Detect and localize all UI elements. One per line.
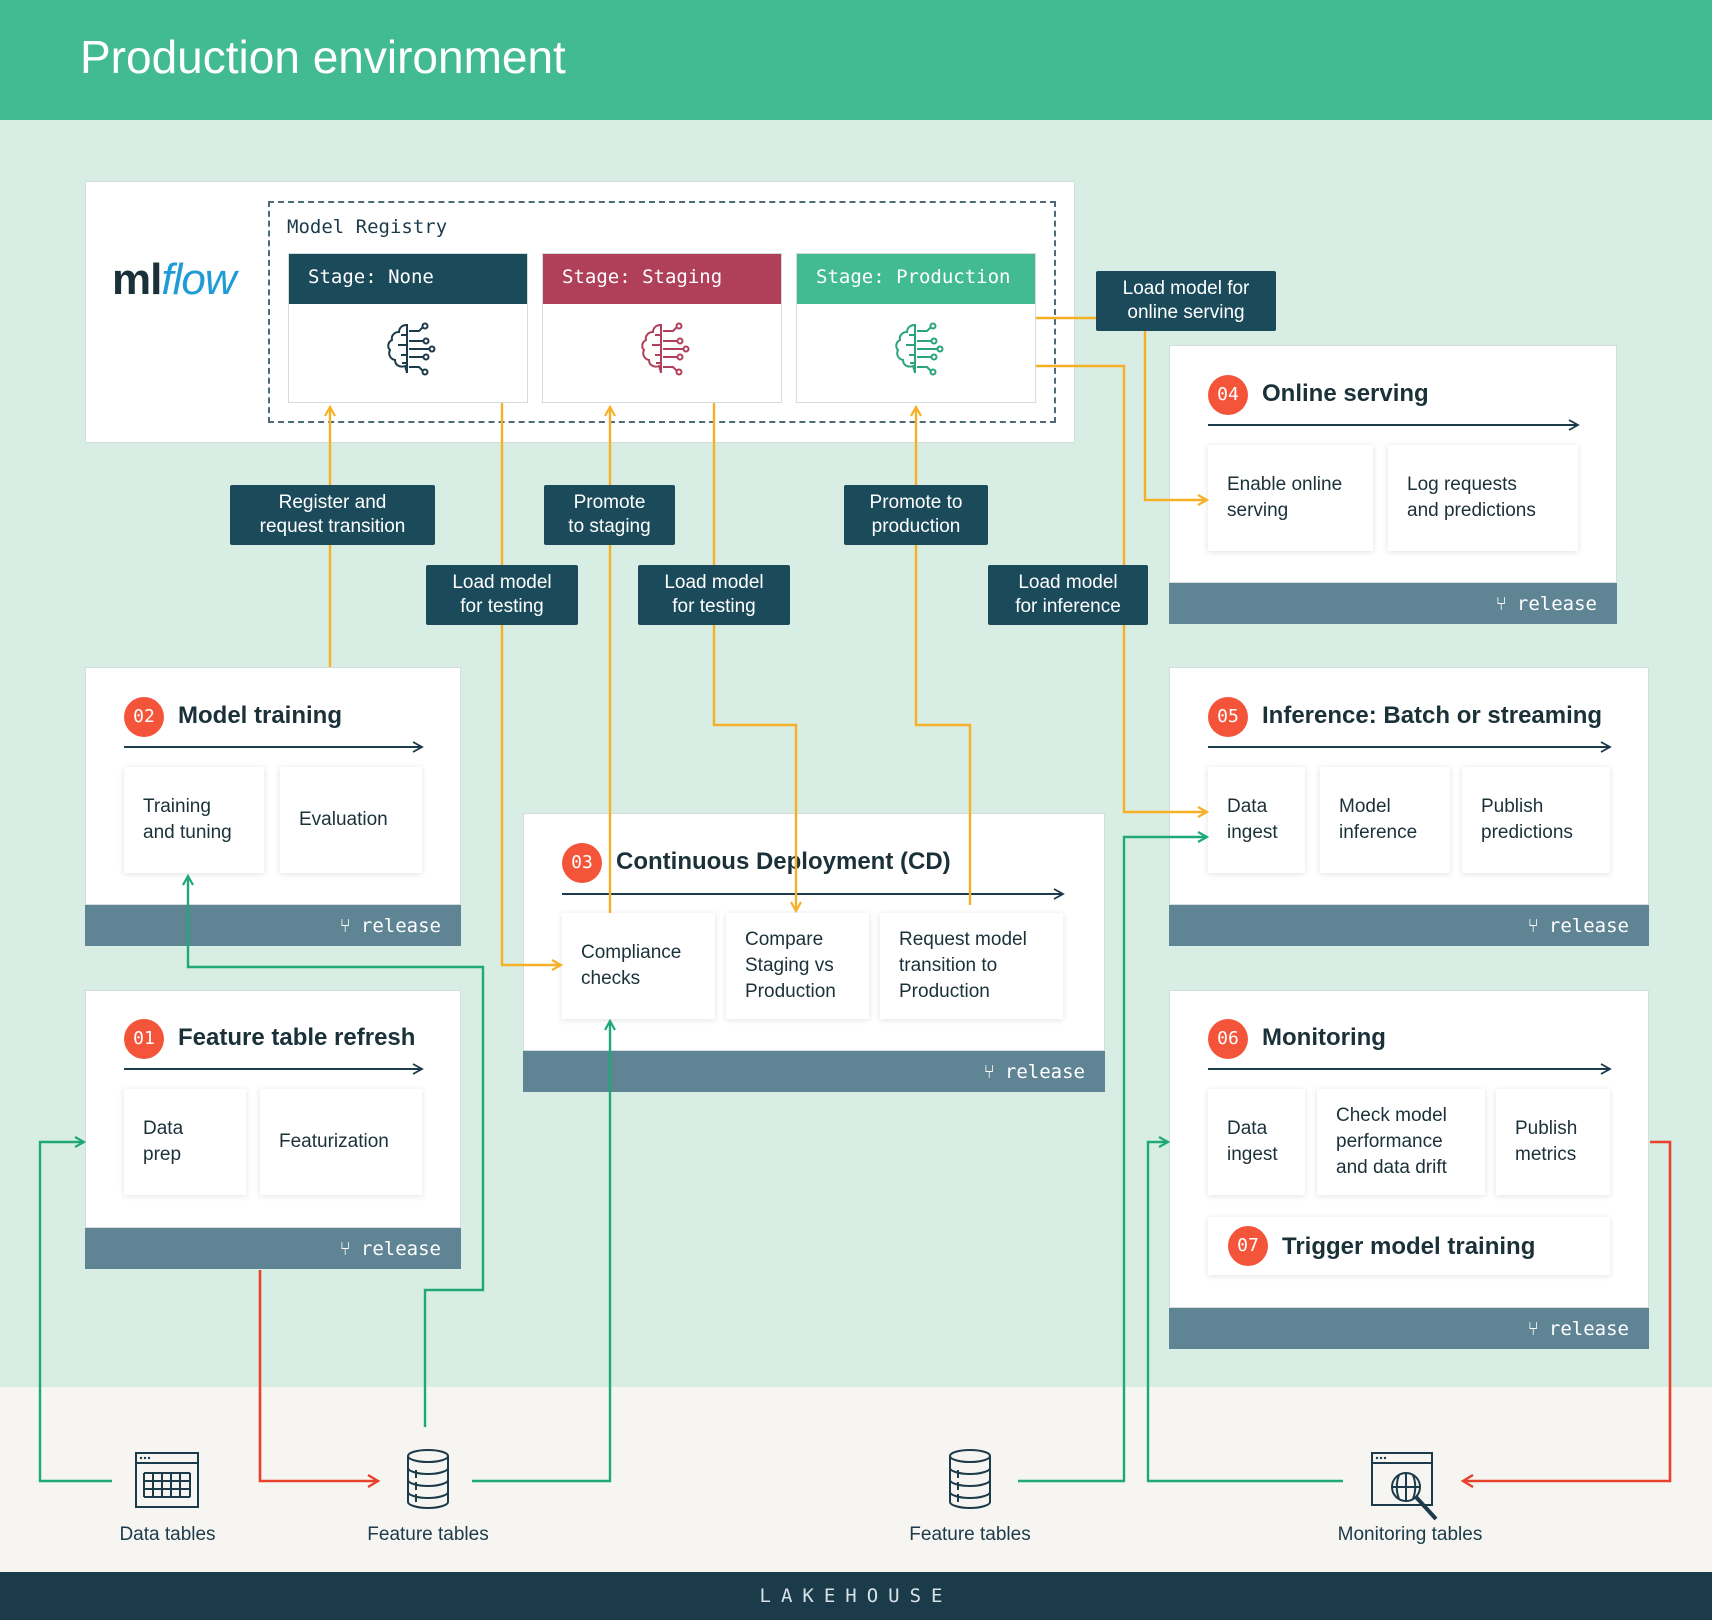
release-bar[interactable]: ⑂release <box>1169 583 1617 624</box>
step-badge: 01 <box>124 1019 164 1059</box>
card-title: Trigger model training <box>1282 1233 1536 1260</box>
step-badge: 05 <box>1208 697 1248 737</box>
trigger-training-step <box>1208 1217 1610 1275</box>
model-registry-label: Model Registry <box>287 216 448 238</box>
step-badge: 02 <box>124 697 164 737</box>
step-badge: 04 <box>1208 375 1248 415</box>
release-bar[interactable]: ⑂release <box>523 1051 1105 1092</box>
stage-none-header: Stage: None <box>289 254 527 304</box>
database-icon <box>407 1449 449 1510</box>
stage-staging-header: Stage: Staging <box>543 254 781 304</box>
page-title: Production environment <box>80 31 566 83</box>
stage-production-header: Stage: Production <box>797 254 1035 304</box>
database-icon <box>949 1449 991 1510</box>
feature-tables-label: Feature tables <box>367 1524 489 1545</box>
logo-ml: ml <box>112 255 162 304</box>
monitoring-table-icon <box>1371 1452 1438 1521</box>
stage-none-card[interactable]: Stage: None <box>288 253 528 403</box>
card-title: Feature table refresh <box>178 1024 416 1051</box>
branch-icon: ⑂ <box>983 1060 995 1083</box>
stage-staging-card[interactable]: Stage: Staging <box>542 253 782 403</box>
card-title: Model training <box>178 702 342 729</box>
brain-icon <box>895 322 944 376</box>
card-title: Continuous Deployment (CD) <box>616 848 951 875</box>
model-registry-box <box>268 201 1056 423</box>
branch-icon: ⑂ <box>1527 914 1539 937</box>
step-badge: 06 <box>1208 1019 1248 1059</box>
header-bar <box>0 0 1712 120</box>
card-title: Online serving <box>1262 380 1429 407</box>
lakehouse-area <box>0 1387 1712 1572</box>
step-evaluation: Evaluation <box>280 767 422 873</box>
brain-icon <box>641 322 690 376</box>
card-title: Inference: Batch or streaming <box>1262 702 1603 729</box>
mlflow-logo: mlflow <box>112 255 237 305</box>
card-title: Monitoring <box>1262 1024 1386 1051</box>
data-table-icon <box>135 1452 199 1508</box>
lakehouse-footer: LAKEHOUSE <box>0 1572 1712 1620</box>
release-bar[interactable]: ⑂release <box>1169 905 1649 946</box>
release-bar[interactable]: ⑂release <box>85 905 461 946</box>
branch-icon: ⑂ <box>1527 1317 1539 1340</box>
brain-icon <box>387 322 436 376</box>
stage-production-card[interactable]: Stage: Production <box>796 253 1036 403</box>
branch-icon: ⑂ <box>339 1237 351 1260</box>
branch-icon: ⑂ <box>339 914 351 937</box>
monitoring-tables-label: Monitoring tables <box>1337 1524 1483 1545</box>
step-badge: 07 <box>1228 1226 1268 1266</box>
step-featurization: Featurization <box>260 1089 422 1195</box>
release-bar[interactable]: ⑂release <box>1169 1308 1649 1349</box>
logo-flow: flow <box>161 255 236 304</box>
release-bar[interactable]: ⑂release <box>85 1228 461 1269</box>
feature-tables-label: Feature tables <box>909 1524 1031 1545</box>
branch-icon: ⑂ <box>1495 592 1507 615</box>
step-badge: 03 <box>562 843 602 883</box>
data-tables-label: Data tables <box>119 1524 216 1545</box>
